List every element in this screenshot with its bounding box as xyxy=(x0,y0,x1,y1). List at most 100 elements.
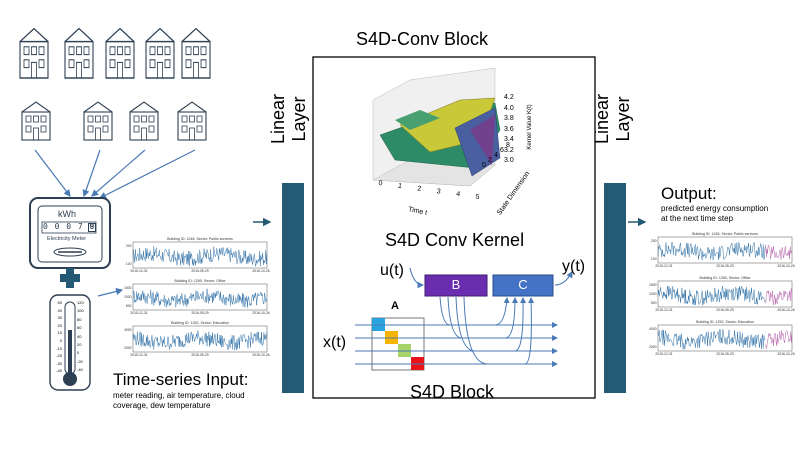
scale-tick: 80 xyxy=(77,316,82,322)
xtick: 2016-05-29 xyxy=(716,308,733,312)
scale-tick: 30 xyxy=(57,315,62,321)
xtick: 2016-05-29 xyxy=(191,311,208,315)
xtick: 2016-05-29 xyxy=(191,269,208,273)
ytick: 2000 xyxy=(124,346,132,350)
plot-title: Building ID: 1252, Sector: Education xyxy=(696,320,754,324)
scale-tick: 120 xyxy=(77,300,84,305)
ytick: 4000 xyxy=(649,327,657,331)
input-plots: Building ID: 1246, Sector: Public servic… xyxy=(124,237,270,357)
plot-title: Building ID: 1252, Sector: Education xyxy=(171,321,229,325)
prediction-line xyxy=(765,288,793,306)
kernel-ytick: 8 xyxy=(506,142,510,149)
linear-layer-right xyxy=(604,183,626,393)
thermometer-icon xyxy=(49,294,91,391)
time-series-plot: Building ID: 1252, Sector: Education 4000… xyxy=(649,320,795,356)
kernel-xtick: 3 xyxy=(436,188,442,196)
meter-last-digit: 8 xyxy=(88,223,96,232)
scale-tick: 20 xyxy=(77,342,82,348)
scale-tick: -20 xyxy=(77,358,83,364)
meter-digits: 0 0 0 7 9 xyxy=(43,222,96,231)
xtick: 2015-12-31 xyxy=(130,353,147,357)
xtick: 2016-10-26 xyxy=(252,353,269,357)
kernel-ytick: 4 xyxy=(494,152,498,159)
time-series-plot: Building ID: 1260, Sector: Office1500100… xyxy=(124,279,270,315)
matrix-c-label: C xyxy=(518,277,528,292)
matrix-b-box xyxy=(424,274,488,297)
input-description-2: coverage, dew temperature xyxy=(113,401,211,410)
linear-layer-left xyxy=(282,183,304,393)
kernel-ytick: 0 xyxy=(482,162,486,169)
xtick: 2016-10-26 xyxy=(777,352,794,356)
building-icon xyxy=(19,27,49,79)
xtick: 2016-10-26 xyxy=(777,264,794,268)
input-u-label: u(t) xyxy=(380,262,404,279)
ytick: 1500 xyxy=(649,283,657,287)
meter-label: Electricity Meter xyxy=(47,236,87,242)
series-line xyxy=(657,285,766,306)
prediction-line xyxy=(765,244,793,260)
block-title: S4D-Conv Block xyxy=(356,29,489,49)
time-series-plot: Building ID: 1246, Sector: Public servic… xyxy=(651,232,795,268)
kernel-ytick: 2 xyxy=(488,157,492,164)
ytick: 500 xyxy=(651,301,657,305)
kernel-xtick: 0 xyxy=(378,179,383,188)
time-series-plot: Building ID: 1252, Sector: Education 4000… xyxy=(124,321,270,357)
building-icon xyxy=(64,27,94,79)
ytick: 1000 xyxy=(649,292,657,296)
time-series-plot: Building ID: 1246, Sector: Public servic… xyxy=(126,237,270,273)
xtick: 2015-12-31 xyxy=(130,269,147,273)
output-title: Output: xyxy=(661,184,717,203)
electricity-meter-icon xyxy=(29,197,111,269)
kernel-3d-plot xyxy=(372,67,501,187)
building-to-meter-arrows xyxy=(34,149,196,199)
matrix-b-label: B xyxy=(451,277,461,292)
ytick: 200 xyxy=(651,239,657,243)
xtick: 2015-12-31 xyxy=(130,311,147,315)
ytick: 1000 xyxy=(124,295,132,299)
kernel-ytick: 6 xyxy=(500,147,504,154)
input-title: Time-series Input: xyxy=(113,370,249,389)
ytick: 100 xyxy=(651,257,657,261)
series-line xyxy=(132,330,268,351)
ytick: 100 xyxy=(126,262,132,266)
scale-tick: 20 xyxy=(57,322,62,328)
scale-tick: 3.0 xyxy=(504,157,514,164)
scale-tick: -30 xyxy=(56,360,62,366)
scale-tick: 0 xyxy=(59,337,62,343)
input-arrow xyxy=(97,287,124,297)
scale-tick: 40 xyxy=(57,307,62,313)
scale-tick: 3.2 xyxy=(504,146,514,154)
output-y-label: y(t) xyxy=(562,258,586,275)
ytick: 4000 xyxy=(124,328,132,332)
series-line xyxy=(657,241,766,261)
building-icon xyxy=(21,101,51,141)
kernel-title: S4D Conv Kernel xyxy=(385,230,525,250)
building-icon xyxy=(145,27,175,79)
time-series-plot: Building ID: 1260, Sector: Office 1500 100… xyxy=(649,276,795,312)
scale-tick: 60 xyxy=(77,325,82,331)
s4d-block-diagram xyxy=(355,267,573,371)
linear-layer-left-label: Linear Layer xyxy=(268,93,309,145)
linear-layer-right-label: Linear Layer xyxy=(592,93,633,145)
scale-tick: -10 xyxy=(56,345,62,351)
input-description-1: meter reading, air temperature, cloud xyxy=(113,391,245,400)
block-label: S4D Block xyxy=(410,382,495,402)
meter-unit: kWh xyxy=(58,209,76,219)
plot-title: Building ID: 1260, Sector: Office xyxy=(699,276,750,280)
xtick: 2016-05-29 xyxy=(716,264,733,268)
scale-tick: 4.2 xyxy=(504,94,514,101)
ytick: 500 xyxy=(126,304,132,308)
output-plots: Building ID: 1246, Sector: Public servic… xyxy=(649,232,795,356)
series-line xyxy=(132,246,268,268)
scale-tick: 100 xyxy=(77,308,84,314)
scale-tick: 3.4 xyxy=(504,136,514,143)
ytick: 2000 xyxy=(649,345,657,349)
prediction-line xyxy=(765,330,793,349)
xtick: 2016-05-29 xyxy=(716,352,733,356)
plot-title: Building ID: 1246, Sector: Public servic… xyxy=(692,232,758,236)
scale-tick: 0 xyxy=(77,350,80,356)
building-icon xyxy=(105,27,135,79)
kernel-xtick: 4 xyxy=(455,190,461,199)
output-description-2: at the next time step xyxy=(661,214,734,223)
scale-tick: 3.8 xyxy=(504,115,514,122)
